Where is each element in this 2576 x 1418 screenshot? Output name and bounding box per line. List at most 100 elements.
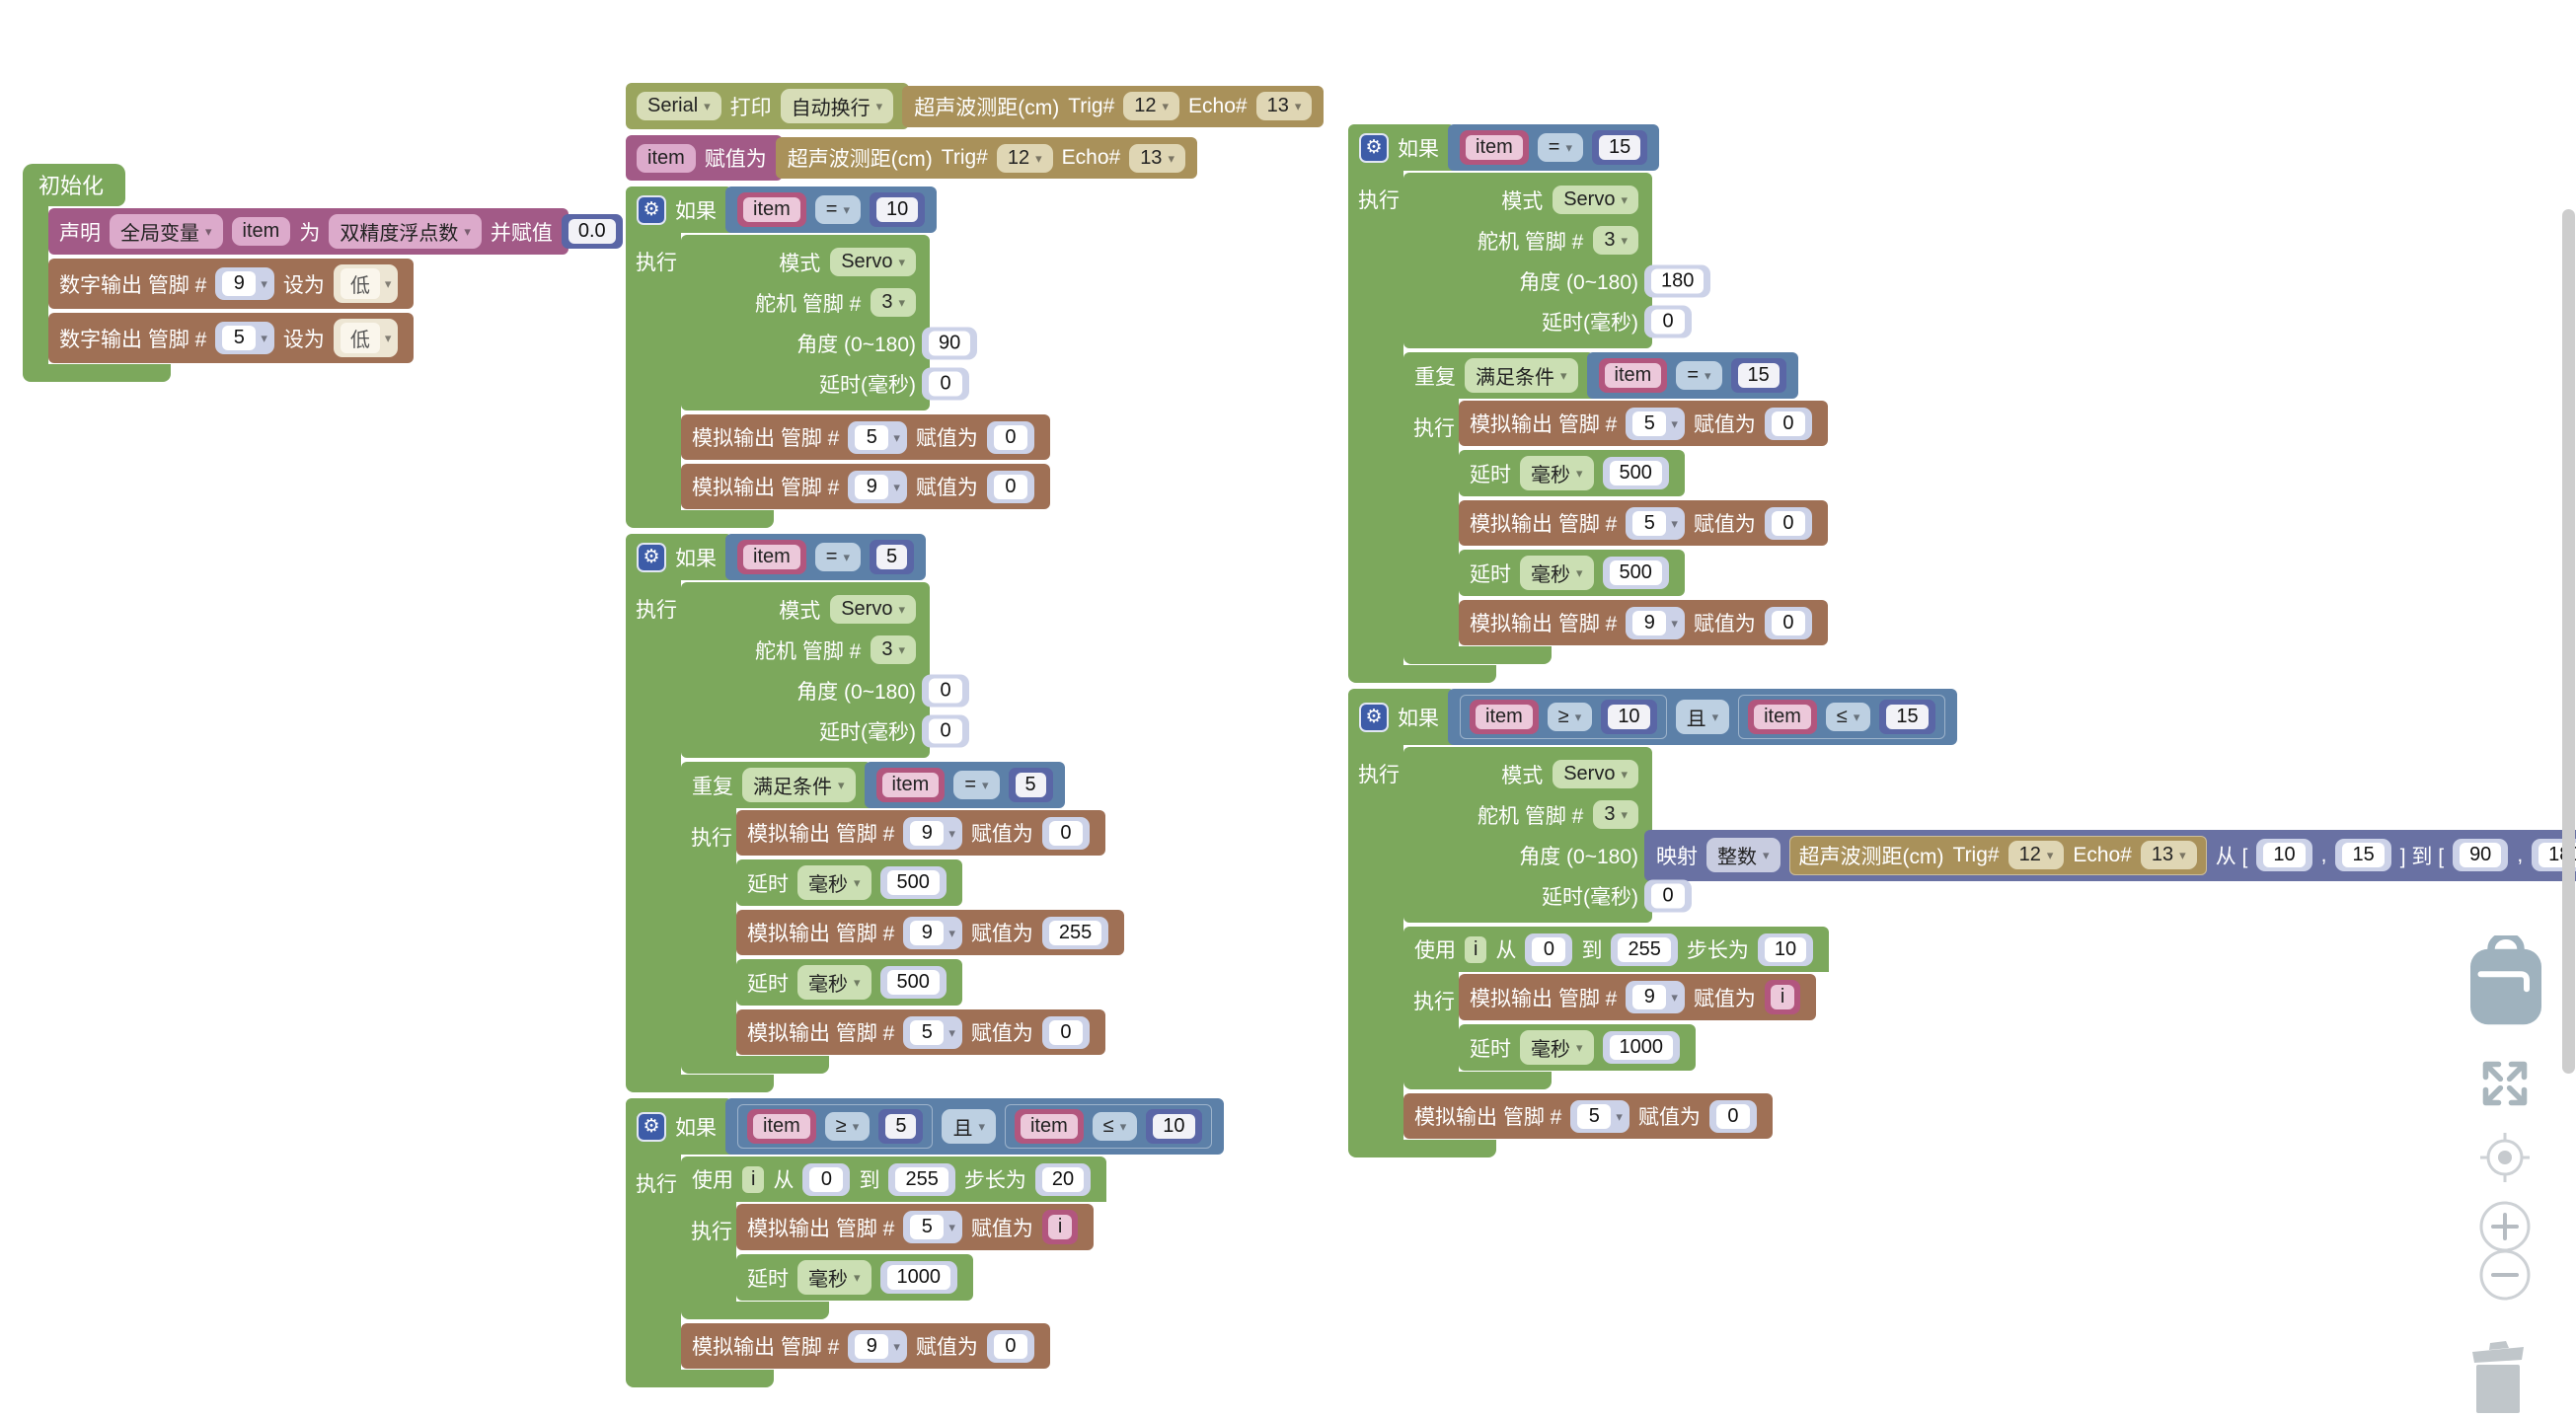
value-field[interactable]: 0: [986, 420, 1034, 454]
pin-dropdown[interactable]: 5▾: [1626, 407, 1685, 440]
value-field[interactable]: 255: [1041, 916, 1109, 949]
dropdown[interactable]: 毫秒▾: [797, 1260, 871, 1295]
dropdown[interactable]: 且▾: [1675, 700, 1730, 734]
pin-dropdown[interactable]: 9▾: [903, 816, 962, 850]
dropdown[interactable]: Servo▾: [1553, 186, 1638, 214]
dropdown[interactable]: 12▾: [996, 143, 1053, 173]
value-field[interactable]: 0: [986, 1329, 1034, 1363]
delay-block[interactable]: 延时毫秒▾500: [1459, 550, 1685, 596]
dropdown[interactable]: =▾: [953, 771, 1000, 799]
value-field[interactable]: 0: [1764, 606, 1812, 639]
variable-chip[interactable]: item: [737, 192, 806, 227]
dropdown[interactable]: 满足条件▾: [742, 768, 856, 802]
pin-dropdown[interactable]: 5▾: [848, 420, 907, 454]
value-field[interactable]: 500: [1602, 457, 1669, 489]
dropdown[interactable]: 全局变量▾: [110, 214, 223, 249]
condition-block[interactable]: item=▾15: [1448, 124, 1660, 171]
value-field[interactable]: 10: [2256, 839, 2312, 871]
number-block[interactable]: 10: [1146, 1109, 1202, 1144]
value-field[interactable]: 0: [922, 714, 969, 747]
vertical-scrollbar[interactable]: [2562, 209, 2575, 1074]
backpack-icon[interactable]: [2467, 932, 2544, 1031]
variable-chip[interactable]: i: [1041, 1210, 1079, 1244]
value-field[interactable]: 0: [1041, 1015, 1090, 1049]
dropdown[interactable]: 3▾: [871, 635, 916, 664]
variable-chip[interactable]: item: [1748, 700, 1817, 734]
dropdown[interactable]: ≤▾: [1825, 703, 1871, 731]
gear-icon[interactable]: ⚙: [637, 1111, 666, 1142]
center-focus-icon[interactable]: [2475, 1128, 2535, 1192]
variable-chip[interactable]: item: [1014, 1109, 1084, 1144]
dropdown[interactable]: Serial▾: [637, 92, 721, 120]
dropdown[interactable]: 双精度浮点数▾: [329, 214, 482, 249]
value-field[interactable]: 0: [1764, 506, 1812, 540]
dropdown[interactable]: 12▾: [2008, 841, 2065, 869]
digital-write-block[interactable]: 数字输出 管脚 #9▾设为低▾: [48, 259, 415, 309]
value-field[interactable]: 1000: [1602, 1031, 1681, 1064]
ultrasonic-block[interactable]: 超声波测距(cm)Trig#12▾Echo#13▾: [775, 137, 1197, 179]
pin-dropdown[interactable]: 5▾: [1626, 506, 1685, 540]
pin-dropdown[interactable]: 5▾: [1570, 1099, 1629, 1133]
pin-dropdown[interactable]: 5▾: [215, 322, 274, 354]
number-block[interactable]: 5: [870, 540, 915, 574]
pin-dropdown[interactable]: 9▾: [848, 470, 907, 503]
dropdown[interactable]: 毫秒▾: [1520, 1030, 1594, 1065]
dropdown[interactable]: =▾: [814, 195, 862, 224]
value-field[interactable]: 255: [1611, 933, 1678, 966]
zoom-in-icon[interactable]: [2477, 1199, 2533, 1259]
pin-dropdown[interactable]: 9▾: [1626, 606, 1685, 639]
dropdown[interactable]: 自动换行▾: [780, 89, 894, 123]
loop-variable-field[interactable]: i: [1465, 935, 1487, 963]
dropdown[interactable]: 且▾: [942, 1109, 996, 1144]
pin-dropdown[interactable]: 低▾: [333, 264, 399, 303]
dropdown[interactable]: 12▾: [1123, 92, 1180, 120]
ultrasonic-block[interactable]: 超声波测距(cm)Trig#12▾Echo#13▾: [902, 85, 1325, 127]
value-field[interactable]: 90: [922, 327, 978, 359]
variable-chip[interactable]: item: [737, 540, 806, 574]
delay-block[interactable]: 延时毫秒▾500: [736, 859, 962, 906]
value-field[interactable]: 0: [922, 674, 969, 707]
dropdown[interactable]: Servo▾: [1553, 760, 1638, 788]
dropdown[interactable]: 毫秒▾: [797, 865, 871, 900]
dropdown[interactable]: 整数▾: [1706, 838, 1780, 872]
value-field[interactable]: 0: [802, 1162, 851, 1196]
value-field[interactable]: 1000: [879, 1261, 958, 1294]
value-field[interactable]: 180: [1644, 264, 1711, 297]
dropdown[interactable]: 毫秒▾: [1520, 556, 1594, 590]
value-field[interactable]: 255: [888, 1162, 955, 1196]
pin-dropdown[interactable]: 9▾: [1626, 981, 1685, 1013]
serial-print-block[interactable]: Serial▾打印自动换行▾: [626, 83, 910, 129]
value-field[interactable]: 10: [1757, 933, 1814, 966]
pin-dropdown[interactable]: 9▾: [215, 267, 274, 300]
dropdown[interactable]: 3▾: [871, 288, 916, 317]
dropdown[interactable]: 3▾: [1593, 800, 1638, 829]
dropdown[interactable]: 毫秒▾: [797, 965, 871, 1000]
variable-chip[interactable]: i: [1764, 980, 1801, 1014]
text-field[interactable]: item: [637, 143, 696, 173]
main-stack[interactable]: Serial▾打印自动换行▾超声波测距(cm)Trig#12▾Echo#13▾i…: [626, 83, 1325, 1387]
number-block[interactable]: 15: [1592, 130, 1648, 165]
delay-block[interactable]: 延时毫秒▾1000: [736, 1254, 974, 1301]
pin-dropdown[interactable]: 5▾: [903, 1211, 962, 1243]
value-field[interactable]: 500: [879, 966, 947, 999]
value-field[interactable]: 0: [1644, 305, 1692, 337]
delay-block[interactable]: 延时毫秒▾500: [1459, 450, 1685, 496]
dropdown[interactable]: 满足条件▾: [1465, 358, 1578, 393]
loop-variable-field[interactable]: i: [742, 1165, 765, 1193]
text-field[interactable]: item: [231, 217, 291, 246]
dropdown[interactable]: =▾: [1676, 361, 1722, 390]
pin-dropdown[interactable]: 9▾: [903, 916, 962, 949]
